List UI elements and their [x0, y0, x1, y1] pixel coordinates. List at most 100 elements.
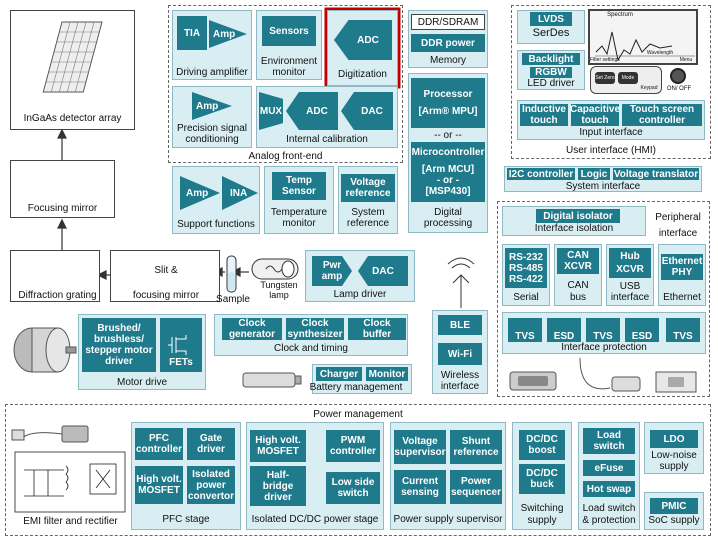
- calibration-label: Internal calibration: [286, 134, 368, 145]
- lamp-label-1: Tungsten: [260, 280, 298, 290]
- ldo-block: LDO: [650, 430, 698, 448]
- loadsw-label-1: Load switch: [582, 503, 636, 514]
- logic-block: Logic: [578, 168, 610, 180]
- rj45-connector-icon: [655, 371, 697, 393]
- sensors-block: Sensors: [262, 16, 316, 46]
- sysref-label-2: reference: [346, 218, 390, 229]
- ble-block: BLE: [438, 315, 482, 335]
- slit-label-2: focusing mirror: [132, 290, 200, 301]
- isodc-label: Isolated DC/DC power stage: [251, 514, 379, 525]
- backlight-block: Backlight: [522, 53, 580, 65]
- lamp-icon: [251, 258, 299, 280]
- menu-label[interactable]: Menu: [679, 57, 693, 63]
- tvs-block-1: TVS: [508, 318, 542, 342]
- digital-isolator-block: Digital isolator: [536, 209, 620, 223]
- emi-label: EMI filter and rectifier: [23, 516, 118, 527]
- microcontroller-block: Microcontroller[Arm MCU]- or -[MSP430]: [411, 142, 485, 202]
- precision-label-2: conditioning: [185, 134, 239, 145]
- afe-title: Analog front-end: [248, 151, 323, 162]
- digitization-label: Digitization: [338, 69, 387, 80]
- supervisor-label: Power supply supervisor: [393, 514, 503, 525]
- can-label-1: CAN: [567, 280, 589, 291]
- pfc-mosfet-block: High volt.MOSFET: [135, 466, 183, 504]
- ddr-power-block: DDR power: [411, 34, 485, 52]
- antenna-icon: [447, 257, 475, 308]
- led-driver-label: LED driver: [527, 78, 575, 89]
- db9-connector-icon: [509, 371, 557, 391]
- battery-label: Battery management: [309, 382, 403, 393]
- pmic-block: PMIC: [650, 498, 698, 514]
- i2c-block: I2C controller: [507, 168, 575, 180]
- wireless-label-2: interface: [440, 381, 480, 392]
- env-label-2: monitor: [272, 67, 306, 78]
- slit-box: [110, 250, 220, 302]
- peripheral-title-1: Peripheral: [655, 212, 701, 223]
- motor-label: Motor drive: [116, 377, 167, 388]
- usb-label-1: USB: [619, 281, 641, 292]
- diffraction-grating-label: Diffraction grating: [18, 290, 97, 301]
- usb-cable-icon: [579, 357, 641, 392]
- temp-label-2: monitor: [282, 218, 316, 229]
- detector-label: InGaAs detector array: [23, 113, 122, 124]
- tia-block: TIA: [177, 16, 207, 50]
- mode-key[interactable]: Mode: [618, 72, 638, 84]
- filter-settings-label[interactable]: Filter settings: [590, 57, 620, 63]
- clock-buffer-block: Clock buffer: [348, 318, 406, 340]
- sysref-label-1: System: [351, 207, 385, 218]
- wavelength-label: Wavelength: [646, 50, 674, 56]
- hmi-outer: [511, 5, 711, 159]
- isodc-mosfet-block: High volt.MOSFET: [250, 430, 306, 462]
- spectrum-label: Spectrum: [607, 12, 633, 18]
- set-zero-key[interactable]: Set Zero: [595, 72, 615, 84]
- ldo-label-2: supply: [659, 461, 689, 472]
- ddr-block: DDR/SDRAM: [411, 14, 485, 30]
- pmic-label: SoC supply: [648, 515, 700, 526]
- esd-block-1: ESD: [547, 318, 581, 342]
- clock-label: Clock and timing: [274, 343, 348, 354]
- temp-label-1: Temperature: [270, 207, 328, 218]
- serial-label: Serial: [513, 292, 539, 303]
- isolation-label: Interface isolation: [534, 223, 614, 234]
- focusing-mirror-label: Focusing mirror: [27, 203, 98, 214]
- lamp-driver-label: Lamp driver: [333, 289, 387, 300]
- sysif-label: System interface: [565, 181, 641, 192]
- power-button[interactable]: [670, 68, 686, 84]
- mux-block: MUX: [259, 92, 283, 130]
- fets-block: FETs: [160, 318, 202, 372]
- processing-label-2: processing: [423, 218, 473, 229]
- keypad-label: Keypad: [640, 85, 658, 91]
- rgbw-block: RGBW: [530, 67, 572, 78]
- precision-label-1: Precision signal: [176, 123, 248, 134]
- tvs-block-2: TVS: [586, 318, 620, 342]
- switching-label-2: supply: [527, 515, 557, 526]
- wireless-label-1: Wireless: [440, 370, 480, 381]
- display-screen: [588, 9, 698, 65]
- processing-or-1: -- or --: [434, 130, 462, 141]
- tvs-block-3: TVS: [666, 318, 700, 342]
- processor-block: Processor[Arm® MPU]: [411, 78, 485, 128]
- switching-label-1: Switching: [520, 503, 564, 514]
- lamp-label-2: lamp: [269, 290, 289, 300]
- battery-icon: [242, 372, 302, 388]
- wifi-block: Wi-Fi: [438, 343, 482, 365]
- charger-block: Charger: [316, 367, 362, 381]
- precision-group: [172, 86, 252, 148]
